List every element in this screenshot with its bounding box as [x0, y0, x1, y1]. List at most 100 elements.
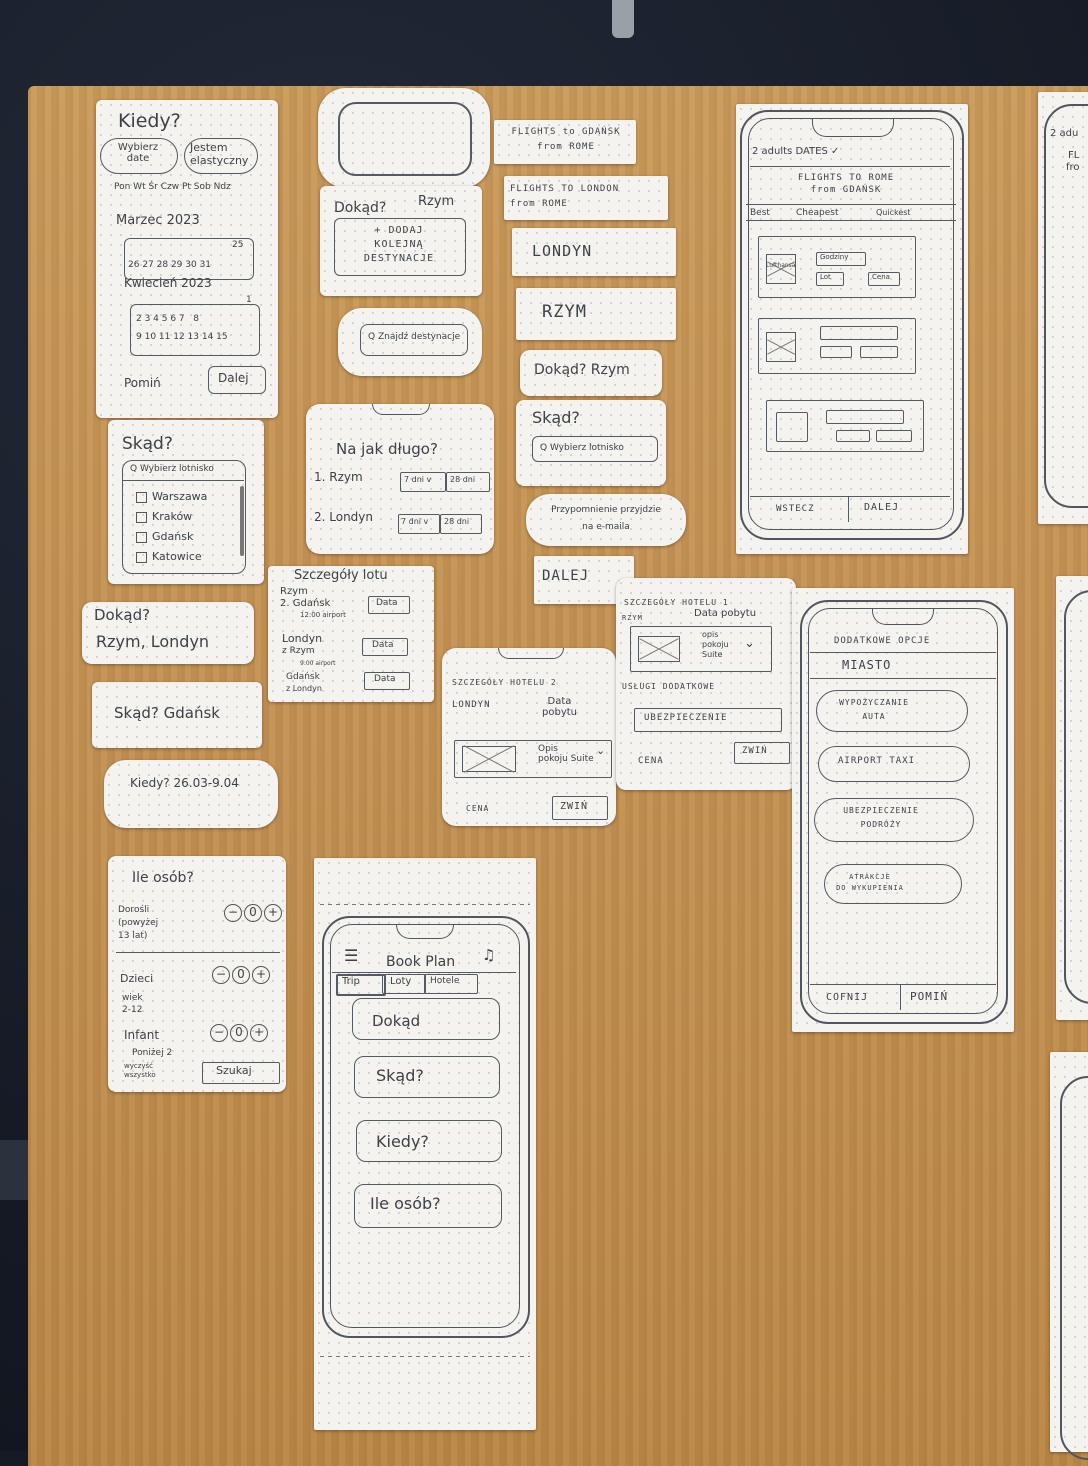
plus-icon[interactable]: +	[252, 966, 270, 984]
choose-date-option[interactable]	[100, 138, 178, 174]
duration-row2: 2. Londyn	[314, 510, 374, 524]
skad-card: Skąd? Q Wybierz lotnisko Warszawa Kraków…	[108, 420, 264, 584]
infant-stepper[interactable]: −0+	[208, 1024, 268, 1042]
hotel2-collapse-label: ZWIŃ	[560, 801, 589, 812]
duration-row2-select-a[interactable]	[398, 514, 440, 534]
strip-skad-card: Skąd? Q Wybierz lotnisko	[516, 400, 666, 486]
april-calendar[interactable]	[130, 304, 260, 356]
extras-city: MIASTO	[842, 658, 892, 672]
placeholder-bar	[876, 430, 912, 442]
phone-frame	[1064, 590, 1088, 1004]
search-destination-input[interactable]	[360, 324, 468, 356]
strip-skad-search[interactable]	[532, 436, 658, 462]
duration-notch	[372, 404, 430, 415]
option-airport-taxi[interactable]	[818, 746, 970, 782]
skad-search-input[interactable]	[122, 460, 246, 574]
chevron-down-icon[interactable]: ⌄	[596, 744, 606, 757]
field-dokad[interactable]	[352, 998, 500, 1040]
airline-logo-2	[766, 332, 796, 362]
field-skad[interactable]	[354, 1056, 500, 1098]
placeholder-bar	[826, 410, 904, 424]
flight3-to: z Londyn	[286, 684, 322, 693]
hotel2-room-box[interactable]	[454, 740, 612, 778]
kids-stepper[interactable]: −0+	[210, 966, 270, 984]
duration-row1: 1. Rzym	[314, 470, 363, 484]
tab-best[interactable]: Best	[750, 208, 770, 218]
minus-icon[interactable]: −	[224, 904, 242, 922]
result-price-box	[868, 272, 900, 286]
minus-icon[interactable]: −	[212, 966, 230, 984]
phone-frame	[1060, 1076, 1088, 1460]
option-attractions[interactable]	[824, 864, 962, 904]
result-flight: Lot	[820, 273, 831, 281]
tab-cheapest[interactable]: Cheapest	[796, 208, 839, 218]
placeholder-bar	[860, 346, 898, 358]
minus-icon[interactable]: −	[210, 1024, 228, 1042]
results-next-button[interactable]: DALEJ	[864, 502, 900, 513]
hotel1-insurance-button[interactable]	[634, 708, 782, 732]
tab-quickest[interactable]: Quickest	[876, 208, 911, 217]
hotel2-collapse-button[interactable]	[552, 796, 608, 820]
bell-icon[interactable]: ♫	[482, 946, 496, 964]
hotel2-card: SZCZEGÓŁY HOTELU 2 LONDYN Data pobytu Op…	[442, 648, 616, 826]
strip-flights-london-text: FLIGHTS TO LONDON from ROME	[510, 184, 620, 209]
tab-hotels[interactable]	[424, 974, 478, 994]
option-travel-insurance[interactable]	[814, 798, 974, 842]
flight2-date-label: Data	[372, 640, 394, 650]
field-kiedy[interactable]	[356, 1120, 502, 1162]
field-dokad-label: Dokąd	[372, 1012, 421, 1030]
home-phone-inner	[330, 924, 520, 1328]
april-row3: 9 10 11 12 13 14 15	[136, 332, 228, 342]
airport-item-3[interactable]: Gdańsk	[136, 530, 193, 543]
results-back-button[interactable]: WSTECZ	[776, 504, 815, 514]
hotel2-date: Data pobytu	[542, 696, 577, 718]
airport-item-1[interactable]: Warszawa	[136, 490, 207, 503]
adults-stepper[interactable]: −0+	[222, 904, 282, 922]
add-destination-box[interactable]	[334, 218, 466, 276]
flight2-from: Londyn	[282, 632, 323, 645]
next-button[interactable]	[208, 366, 266, 394]
hotel1-room-desc: opis pokoju Suite	[702, 630, 729, 659]
duration-row1-select-a[interactable]	[400, 472, 446, 492]
results-phone-inner	[748, 118, 954, 530]
result-card-1[interactable]	[758, 236, 916, 298]
hotel1-insurance-label: UBEZPIECZENIE	[644, 713, 728, 723]
march-calendar[interactable]	[124, 238, 254, 280]
chevron-down-icon[interactable]: ⌄	[744, 636, 755, 651]
strip-skad-title: Skąd?	[532, 408, 580, 427]
hotel1-collapse-button[interactable]	[734, 742, 790, 764]
airport-item-2[interactable]: Kraków	[136, 510, 192, 523]
tab-flights[interactable]	[382, 974, 426, 994]
strip-dokad-rzym-text: Dokąd? Rzym	[534, 362, 630, 378]
field-ile-osob[interactable]	[354, 1184, 502, 1228]
result-card-2[interactable]	[758, 318, 916, 374]
kiedy-summary-strip: Kiedy? 26.03-9.04	[104, 760, 278, 828]
plus-icon[interactable]: +	[264, 904, 282, 922]
strip-flights-gdansk: FLIGHTS to GDAŃSK from ROME	[494, 120, 636, 164]
strip-londyn-text: LONDYN	[532, 242, 593, 260]
flight3-from: Gdańsk	[286, 672, 320, 682]
partial-card-right-3	[1050, 1052, 1088, 1460]
clear-all-link[interactable]: wyczyść wszystko	[124, 1062, 156, 1079]
flexible-option[interactable]	[184, 138, 258, 174]
hotel1-room-box[interactable]	[630, 626, 772, 672]
skip-link[interactable]: Pomiń	[124, 376, 161, 390]
extras-skip-button[interactable]: POMIŃ	[910, 990, 949, 1003]
hamburger-menu-icon[interactable]: ☰	[344, 946, 359, 965]
search-travelers-button[interactable]	[202, 1062, 280, 1084]
extras-back-button[interactable]: COFNIJ	[826, 992, 869, 1003]
flight1-date-button[interactable]	[368, 596, 410, 614]
result-card-3[interactable]	[766, 400, 924, 452]
duration-row2-select-b[interactable]	[440, 514, 482, 534]
tab-trip[interactable]	[336, 974, 386, 996]
scrollbar[interactable]	[240, 486, 244, 556]
strip-reminder: Przypomnienie przyjdzie na e-maila	[526, 494, 686, 546]
airport-item-4[interactable]: Katowice	[136, 550, 202, 563]
plus-icon[interactable]: +	[250, 1024, 268, 1042]
duration-row1-select-b[interactable]	[446, 472, 490, 492]
option-car-rental[interactable]	[816, 690, 968, 732]
flight2-date-button[interactable]	[362, 638, 408, 656]
flight3-date-button[interactable]	[364, 672, 410, 690]
search-destination-card: Q Znajdź destynacje	[338, 308, 482, 376]
dokad-summary-title: Dokąd?	[94, 606, 151, 624]
